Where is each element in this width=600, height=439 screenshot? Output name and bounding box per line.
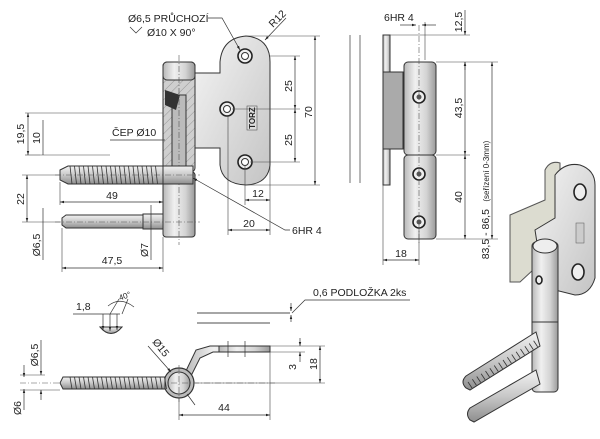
dim-22: 22 [15,193,27,205]
iso-threaded-screw [462,331,541,391]
thread-line [105,376,109,390]
dim-47-5: 47,5 [102,255,123,267]
mounting-hole-top [237,48,253,64]
dim-40: 40 [453,191,465,203]
thread-line [502,359,508,367]
iso-logo [575,222,585,244]
thread-line [69,376,73,390]
thread-line [78,376,82,390]
thread-line [128,376,131,390]
iso-guide-pin [467,369,541,423]
dim-43-5: 43,5 [453,98,465,119]
thread-line [114,376,118,390]
thread-line [507,357,512,364]
thread-line [146,376,149,390]
dim-19-5: 19,5 [15,124,27,145]
side-barrel-upper [403,61,437,156]
dim-18-side: 18 [395,248,407,260]
thread-line [155,376,158,390]
thread-pitch: 1,8 [76,301,91,313]
barrel-top-circle [160,365,275,402]
thread-line [83,376,86,390]
dim-49: 49 [106,190,118,202]
thread-line [150,376,154,390]
countersink-note: Ø10 X 90° [147,27,196,39]
thread-line [96,376,100,390]
thread-line [132,376,136,390]
threaded-screw-top [59,376,167,390]
thread-line [511,354,517,361]
dim-70: 70 [303,106,315,118]
thread-line [520,348,525,356]
dim-dia-6-5-front: Ø6,5 [31,233,43,256]
front-view: TORZ 25 25 70 [15,8,322,272]
thread-angle: 40° [118,290,132,303]
dim-dia-7: Ø7 [139,243,151,257]
thread-line [87,376,91,390]
thread-line [119,376,122,390]
side-barrel-lower [403,154,437,240]
hole-note: Ø6,5 PRŮCHOZÍ [128,12,209,25]
thread-line [137,376,140,390]
thread-line [74,376,77,390]
side-view: 6HR 4 12,5 43,5 40 83,5 - 86,5 (seřízení… [349,10,498,265]
thread-line [164,376,167,390]
thread-line [489,368,495,375]
thread-line [137,165,140,185]
mounting-hole-bottom [237,154,253,170]
dim-10: 10 [31,132,43,144]
thread-line [493,365,499,372]
thread-line [110,376,113,390]
dim-dia-6-5-top: Ø6,5 [29,343,41,366]
thread-line [498,362,503,369]
dim-20: 20 [243,218,255,230]
thread-line [515,351,521,358]
thread-line [533,340,538,347]
thread-line [476,376,482,383]
thread-line [92,376,95,390]
pin-label: ČEP Ø10 [112,126,156,139]
thread-line [96,165,100,185]
hex-label-side: 6HR 4 [384,12,414,24]
thread-detail: 1,8 40° [73,290,135,334]
thread-line [485,370,490,378]
top-view: 1,8 40° 0,6 PODLOŽKA 2ks Ø15 [12,286,410,420]
thread-line [123,376,127,390]
dim-dia-6: Ø6 [12,401,24,415]
hex-callout-front: 6HR 4 [292,225,322,237]
dim-12-5: 12,5 [453,12,465,33]
isometric-view [462,161,596,423]
thread-line [74,165,77,185]
thread-line [83,165,86,185]
thread-line [159,376,163,390]
washer-note: 0,6 PODLOŽKA 2ks [313,286,406,299]
dim-dia-15: Ø15 [150,336,172,359]
dim-range-group: 83,5 - 86,5 (seřízení 0-3mm) [476,140,493,259]
dim-3: 3 [287,364,299,370]
thread-line [101,376,104,390]
thread-line [524,346,530,353]
thread-line [119,165,122,185]
dim-12: 12 [252,188,264,200]
dim-25-bottom: 25 [283,134,295,146]
guide-pin-front [61,213,164,230]
thread-line [472,379,477,386]
thread-line [467,381,473,389]
thread-line [528,343,534,350]
dim-18-top: 18 [308,358,320,370]
mounting-hole-middle [219,101,235,117]
brand-logo: TORZ [246,105,258,131]
dim-range-note: (seřízení 0-3mm) [482,140,491,201]
dim-25-top: 25 [283,80,295,92]
dim-44: 44 [218,402,230,414]
logo-text: TORZ [248,107,257,129]
thread-line [480,373,486,380]
thread-line [141,376,145,390]
dim-range: 83,5 - 86,5 [480,209,492,259]
